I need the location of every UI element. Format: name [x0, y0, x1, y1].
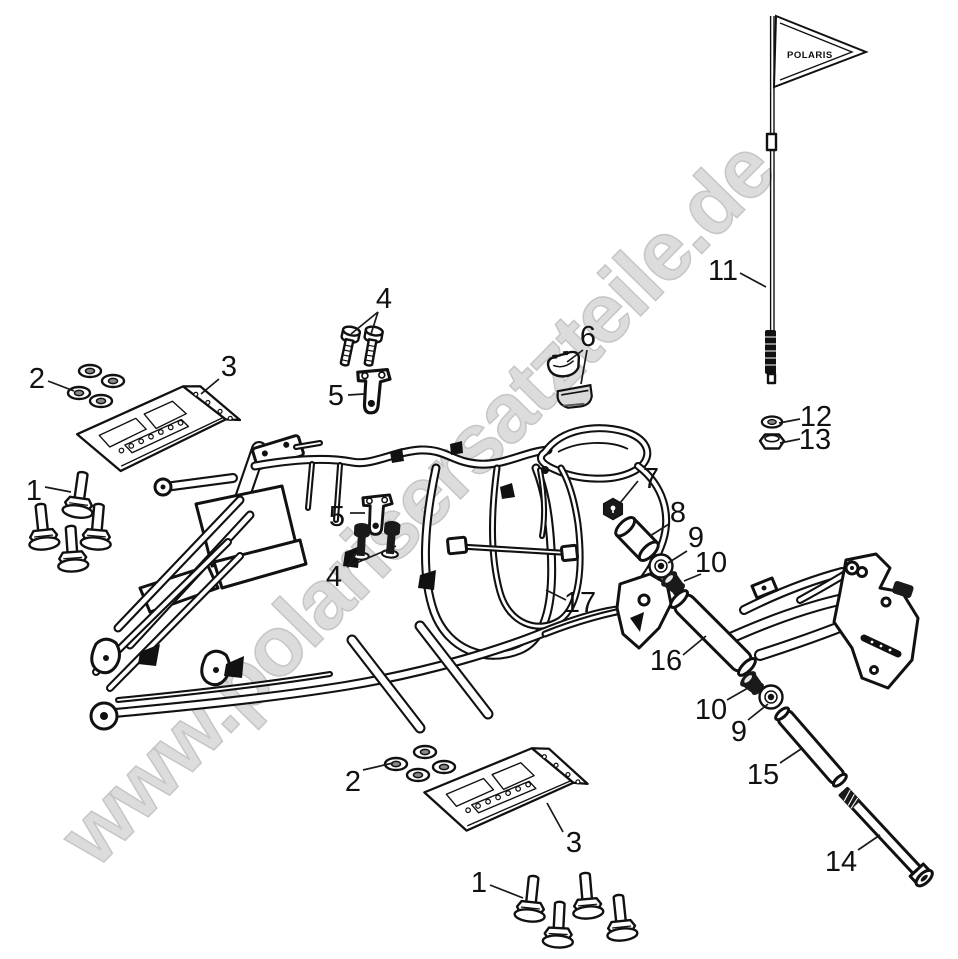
callout-number-2: 2: [29, 363, 45, 395]
callout-leader-1: [44, 486, 72, 493]
callout-leader-8: [649, 523, 670, 537]
callout-leader-14: [857, 834, 881, 851]
callout-number-17: 17: [564, 587, 596, 619]
nut-13: [758, 433, 786, 450]
footrest-plate-3-front: [70, 374, 247, 480]
callout-number-11: 11: [708, 255, 738, 287]
spacer-tube-15: [774, 706, 848, 788]
callout-leader-2: [362, 762, 394, 771]
callout-leader-5: [347, 393, 365, 396]
callout-number-3: 3: [566, 827, 582, 859]
callout-leader-15: [779, 748, 802, 764]
callout-number-8: 8: [670, 497, 686, 529]
callout-leader-3: [546, 802, 564, 833]
callout-number-14: 14: [825, 846, 857, 878]
bracket-5-upper: [354, 366, 393, 416]
callout-leader-12: [778, 418, 801, 424]
flag-pole-collar: [765, 132, 778, 152]
swingarm-16: [669, 552, 920, 690]
callout-number-9: 9: [688, 522, 704, 554]
flag-pole-grip: [765, 330, 776, 374]
callout-leader-9: [747, 703, 769, 721]
callout-leader-11: [739, 272, 767, 288]
callout-leader-3: [200, 378, 220, 395]
flag-assembly-11: POLARIS: [765, 14, 869, 385]
callout-number-3: 3: [221, 351, 237, 383]
callout-number-10: 10: [695, 547, 727, 579]
spacer-8: [614, 516, 660, 562]
callout-number-6: 6: [580, 321, 596, 353]
callout-number-15: 15: [747, 759, 779, 791]
callout-leader-10: [726, 687, 749, 701]
callout-number-7: 7: [643, 463, 659, 495]
washer-12: [760, 415, 784, 429]
callout-leader-4: [370, 311, 379, 335]
callout-leader-4: [346, 550, 359, 568]
bolts-4-upper: [334, 324, 385, 369]
callout-number-5: 5: [329, 501, 345, 533]
callout-number-4: 4: [376, 283, 392, 315]
callout-number-13: 13: [799, 424, 831, 456]
callout-number-12: 12: [800, 401, 832, 433]
callout-leader-16: [682, 635, 707, 656]
polaris-flag-label: POLARIS: [787, 50, 833, 61]
callout-leader-9: [667, 550, 688, 564]
flag-pennant: [772, 14, 869, 89]
callout-number-1: 1: [26, 475, 42, 507]
callout-leader-1: [489, 884, 524, 899]
callout-leader-6: [566, 349, 584, 363]
washers-2-rear: [383, 744, 457, 783]
callout-number-10: 10: [695, 694, 727, 726]
bolts-1-rear: [512, 870, 640, 950]
callout-leader-6: [580, 349, 588, 385]
callout-leader-10: [683, 573, 702, 582]
callout-leader-7: [619, 480, 639, 504]
callout-leader-17: [545, 589, 567, 601]
washers-2-front: [66, 363, 126, 409]
callout-leader-2: [47, 380, 75, 392]
pivot-bolt-14: [838, 786, 934, 888]
frame-17: [89, 424, 673, 734]
swingarm-pivot-tube: [669, 589, 757, 677]
callout-number-2: 2: [345, 766, 361, 798]
callout-number-1: 1: [471, 867, 487, 899]
washer-9-lower: [758, 684, 784, 710]
callout-leader-4: [350, 311, 379, 335]
callout-number-9: 9: [731, 716, 747, 748]
callout-leader-13: [779, 438, 801, 444]
callout-number-16: 16: [650, 645, 682, 677]
callout-number-5: 5: [328, 380, 344, 412]
nut-7: [602, 497, 624, 521]
mounts-6: [546, 350, 593, 409]
footrest-plate-3-rear: [418, 737, 594, 839]
callout-number-4: 4: [326, 561, 342, 593]
callout-leader-4: [346, 545, 397, 568]
